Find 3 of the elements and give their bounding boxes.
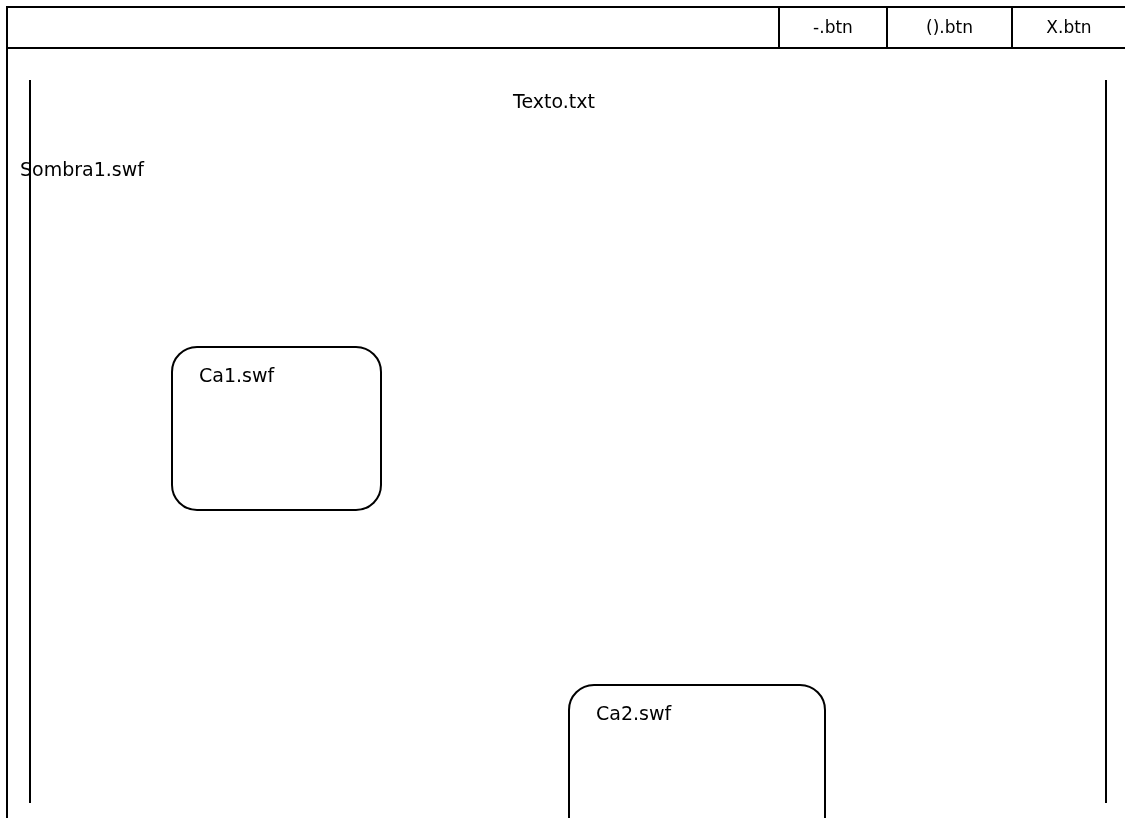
heading-text: Texto.txt xyxy=(513,90,595,112)
content-panel: Ca2.swf xyxy=(568,684,826,818)
content-panel: Ca1.swf xyxy=(171,346,382,511)
